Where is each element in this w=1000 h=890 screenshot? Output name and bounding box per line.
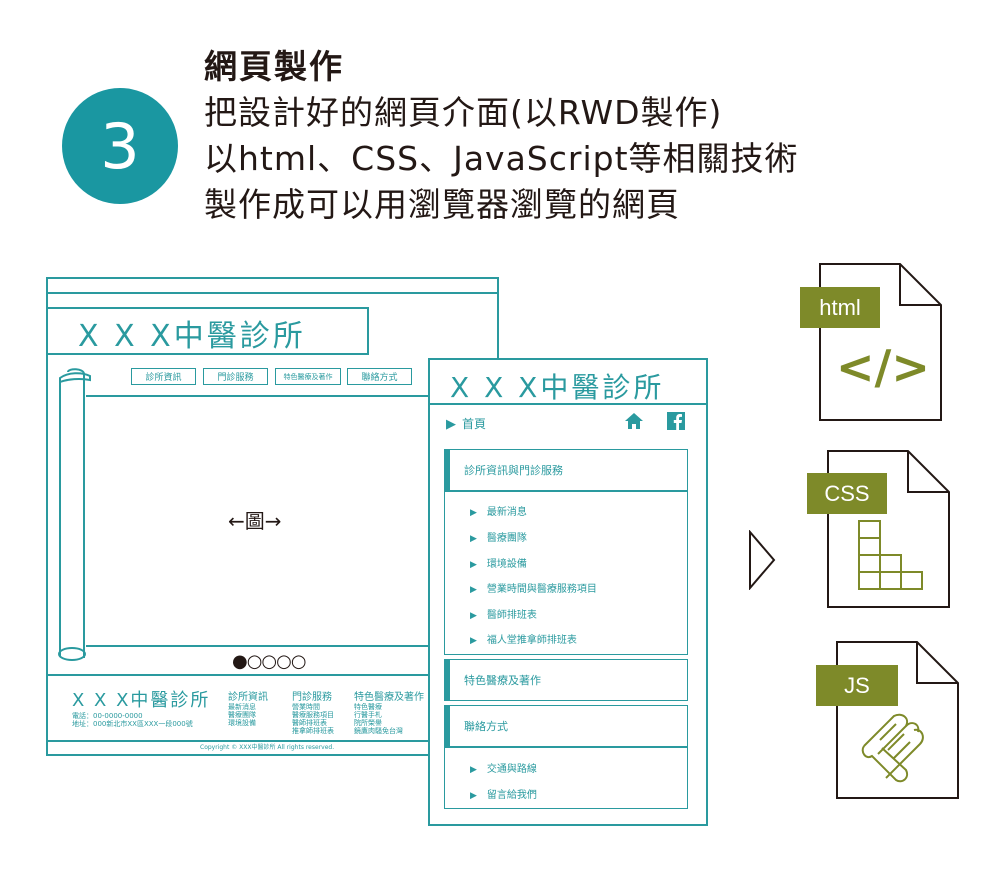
footer-col-clinic: 診所資訊 最新消息 醫療團隊 環境設備 (228, 688, 268, 727)
html-file-label: html (800, 287, 880, 328)
footer-link[interactable]: 環境設備 (228, 719, 256, 727)
footer-link[interactable]: 最新消息 (228, 703, 256, 711)
description-line-1: 把設計好的網頁介面(以RWD製作) (204, 93, 723, 132)
footer-col-heading: 特色醫療及著作 (354, 692, 424, 703)
image-placeholder: ←圖→ (228, 509, 282, 533)
desktop-footer-top (46, 674, 429, 676)
mobile-menu-item[interactable]: 環境設備 (470, 555, 527, 570)
css-file-label: CSS (807, 473, 887, 514)
mobile-section-clinic[interactable]: 診所資訊與門診服務 (444, 449, 688, 491)
mobile-menu-item[interactable]: 醫療團隊 (470, 529, 527, 544)
facebook-icon[interactable] (667, 412, 685, 430)
desktop-image-top (86, 395, 428, 397)
mobile-section-clinic-list (444, 491, 688, 655)
desktop-image-bottom (86, 645, 428, 647)
desktop-top-bar (46, 292, 499, 294)
home-icon[interactable] (625, 413, 643, 429)
footer-col-heading: 門診服務 (292, 692, 332, 703)
step-number-circle: 3 (62, 88, 178, 204)
mobile-menu-item[interactable]: 交通與路線 (470, 760, 537, 775)
mobile-header-divider (428, 403, 708, 405)
desktop-footer-logo: X X X中醫診所 (72, 690, 211, 711)
footer-link[interactable]: 特色醫療 (354, 703, 382, 711)
desktop-nav-special[interactable]: 特色醫療及著作 (275, 368, 341, 385)
footer-phone: 電話：00-0000-0000 (72, 712, 143, 720)
mobile-section-contact[interactable]: 聯絡方式 (444, 705, 688, 747)
footer-link[interactable]: 營業時間 (292, 703, 320, 711)
footer-col-heading: 診所資訊 (228, 692, 268, 703)
footer-col-special: 特色醫療及著作 特色醫療 行醫手札 院所榮譽 鏡鷹肉騷免台灣 (354, 688, 424, 735)
js-scroll-icon (861, 713, 924, 783)
mobile-section-special[interactable]: 特色醫療及著作 (444, 659, 688, 701)
footer-link[interactable]: 醫師排班表 (292, 719, 327, 727)
description-line-2: 以html、CSS、JavaScript等相關技術 (204, 139, 799, 178)
mobile-menu-item[interactable]: 醫師排班表 (470, 606, 537, 621)
mobile-logo: X X X中醫診所 (450, 371, 665, 404)
mobile-menu-item[interactable]: 最新消息 (470, 503, 527, 518)
footer-link[interactable]: 行醫手札 (354, 711, 382, 719)
mobile-menu-item[interactable]: 福人堂推拿師排班表 (470, 631, 577, 646)
desktop-nav-clinic-info[interactable]: 診所資訊 (131, 368, 196, 385)
scroll-banner-icon (58, 368, 91, 661)
desktop-copyright-top (46, 740, 429, 742)
desktop-logo-box (46, 307, 369, 355)
desktop-nav-services[interactable]: 門診服務 (203, 368, 268, 385)
footer-col-services: 門診服務 營業時間 醫療服務項目 醫師排班表 推拿師排班表 (292, 688, 334, 735)
carousel-dots[interactable]: ●○○○○ (232, 651, 307, 672)
footer-link[interactable]: 醫療團隊 (228, 711, 256, 719)
copyright-text: Copyright © XXX中醫診所 All rights reserved. (200, 744, 335, 751)
arrow-right-icon (749, 530, 776, 590)
footer-link[interactable]: 推拿師排班表 (292, 727, 334, 735)
js-file-label: JS (816, 665, 898, 706)
footer-link[interactable]: 鏡鷹肉騷免台灣 (354, 727, 403, 735)
mobile-home-link[interactable]: ▶ 首頁 (446, 415, 486, 432)
css-blocks-icon (858, 520, 923, 590)
desktop-nav-contact[interactable]: 聯絡方式 (347, 368, 412, 385)
footer-link[interactable]: 院所榮譽 (354, 719, 382, 727)
mobile-menu-item[interactable]: 留言給我們 (470, 786, 537, 801)
desktop-logo: X X X中醫診所 (78, 319, 306, 354)
footer-link[interactable]: 醫療服務項目 (292, 711, 334, 719)
home-link-label: 首頁 (462, 417, 487, 431)
footer-address: 地址：000新北市XX區XXX一段000號 (72, 720, 193, 728)
play-icon: ▶ (446, 417, 456, 432)
mobile-menu-item[interactable]: 營業時間與醫療服務項目 (470, 580, 597, 595)
step-title: 網頁製作 (204, 47, 344, 86)
code-tag-icon: </> (836, 340, 930, 394)
description-line-3: 製作成可以用瀏覽器瀏覽的網頁 (204, 185, 680, 224)
mobile-section-contact-list (444, 747, 688, 809)
